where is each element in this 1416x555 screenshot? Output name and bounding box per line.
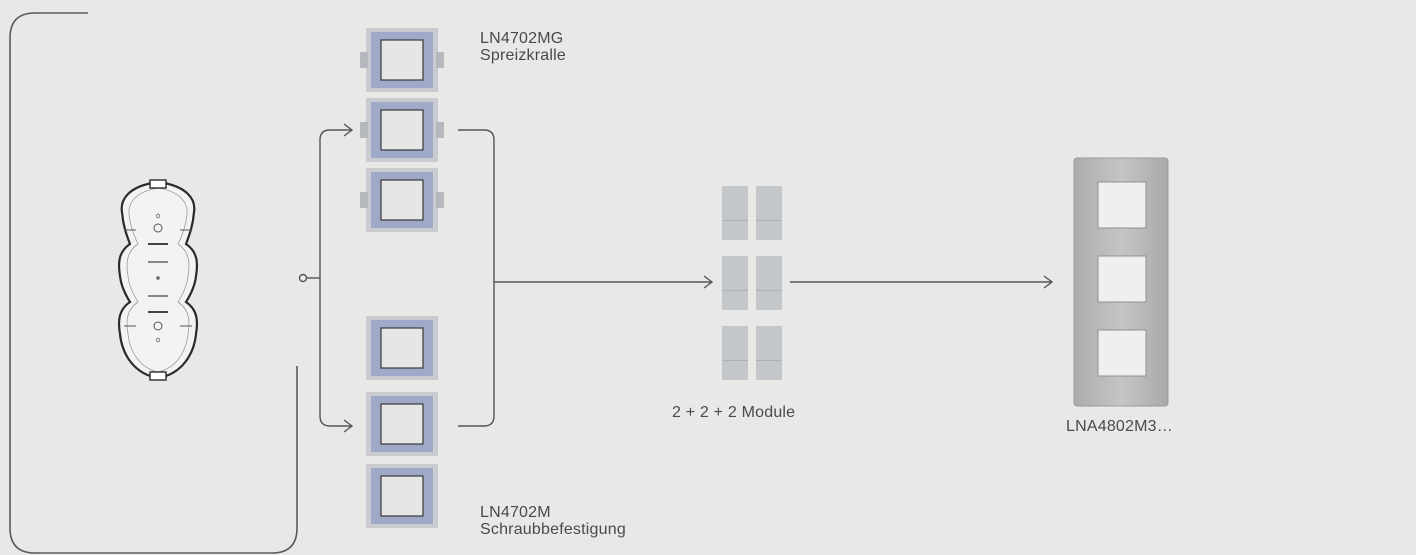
- to-cover-arrow-head: [1043, 275, 1054, 289]
- to-modules-arrow-head: [703, 275, 714, 289]
- mounting-frame-claw-icon: [360, 28, 444, 232]
- schraub-name: Schraubbefestigung: [480, 521, 626, 538]
- lower-branch-line: [319, 278, 352, 427]
- cover-plate-code: LNA4802M3…: [1066, 418, 1173, 435]
- spreizkralle-code: LN4702MG: [480, 30, 564, 47]
- module-pair-icon: [722, 186, 782, 380]
- upper-arrow-head: [343, 123, 354, 137]
- lower-arrow-head: [343, 419, 354, 433]
- spreizkralle-label: LN4702MG Spreizkralle: [480, 30, 566, 64]
- box-bracket-line: [9, 12, 298, 554]
- junction-circle: [298, 273, 308, 283]
- merge-bracket-line: [458, 129, 495, 427]
- flush-box-triple-icon: [117, 179, 199, 381]
- spreizkralle-name: Spreizkralle: [480, 47, 566, 64]
- cover-plate-label: LNA4802M3…: [1066, 418, 1173, 435]
- mounting-frame-screw-icon: [366, 316, 438, 528]
- schraub-code: LN4702M: [480, 504, 551, 521]
- modules-label: 2 + 2 + 2 Module: [672, 404, 795, 421]
- upper-branch-line: [319, 129, 352, 278]
- modules-count-text: 2 + 2 + 2 Module: [672, 404, 796, 421]
- cover-plate-triple-icon: [1073, 157, 1169, 407]
- schraub-label: LN4702M Schraubbefestigung: [480, 504, 626, 538]
